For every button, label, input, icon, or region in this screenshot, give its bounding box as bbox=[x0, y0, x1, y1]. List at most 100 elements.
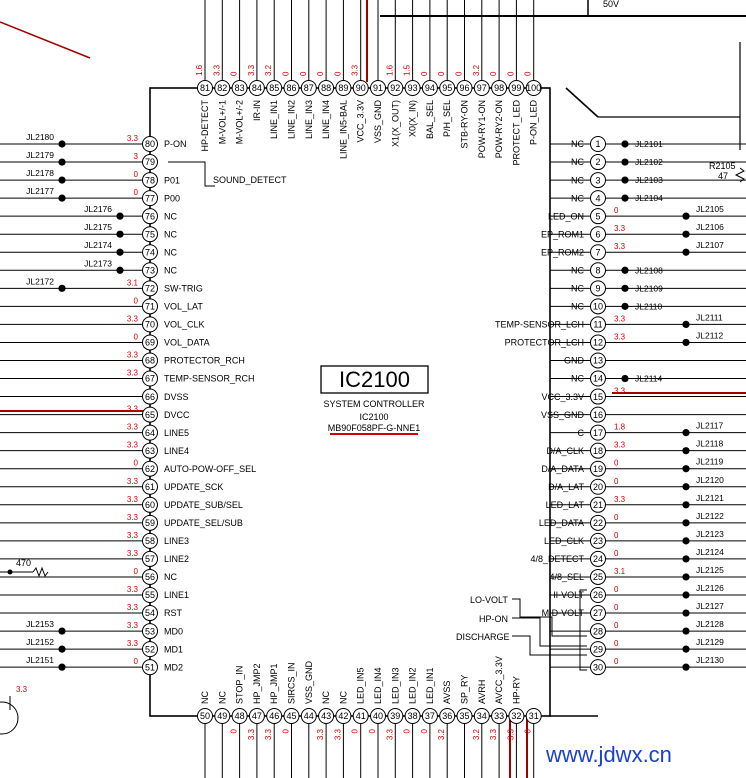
pin-23-number: 23 bbox=[593, 536, 603, 546]
pin-20-jl-label: JL2120 bbox=[696, 475, 724, 485]
bracket-wire-1 bbox=[512, 598, 587, 637]
pin-33-number: 33 bbox=[494, 711, 504, 721]
pin-76-jl-label: JL2176 bbox=[84, 204, 112, 214]
pin-67-voltage: 3.3 bbox=[127, 369, 139, 378]
pin-53-number: 53 bbox=[145, 626, 155, 636]
pin-70-name: VOL_CLK bbox=[164, 320, 205, 330]
pin-77-voltage: 0 bbox=[134, 188, 139, 197]
pin-55-name: LINE1 bbox=[164, 590, 189, 600]
pin-60-voltage: 3.3 bbox=[127, 495, 139, 504]
pin-58-voltage: 3.3 bbox=[127, 531, 139, 540]
pin-34-number: 34 bbox=[477, 711, 487, 721]
pin-47-pad bbox=[248, 708, 265, 724]
pin-16-pad bbox=[590, 406, 606, 423]
pin-98-number: 98 bbox=[494, 83, 504, 93]
pin-4-pad bbox=[590, 190, 606, 207]
pin-9-jl-label: JL2109 bbox=[635, 283, 663, 293]
pin-76-number: 76 bbox=[145, 211, 155, 221]
pin-88-name: LINE_IN4 bbox=[321, 100, 331, 139]
pin-53-jl-label: JL2153 bbox=[26, 619, 54, 629]
pin-56-pad bbox=[142, 568, 158, 585]
pin-32-number: 32 bbox=[511, 711, 521, 721]
pin-4-number: 4 bbox=[595, 193, 600, 203]
pin-25-number: 25 bbox=[593, 572, 603, 582]
pin-10-number: 10 bbox=[593, 302, 603, 312]
pin-78-jl-label: JL2178 bbox=[26, 168, 54, 178]
pin-9-name: NC bbox=[571, 284, 584, 294]
pin-39-number: 39 bbox=[390, 711, 400, 721]
pin-76-pad bbox=[142, 208, 158, 225]
pin-43-pad bbox=[318, 708, 335, 724]
pin-77-number: 77 bbox=[145, 193, 155, 203]
pin-58-name: LINE3 bbox=[164, 536, 189, 546]
pin-12-testpoint bbox=[682, 338, 690, 347]
pin-44-name: VSS_GND bbox=[304, 660, 314, 704]
pin-34-voltage: 3.2 bbox=[472, 728, 481, 740]
pin-53-name: MD0 bbox=[164, 626, 183, 636]
pin-21-jl-label: JL2121 bbox=[696, 493, 724, 503]
pin-82-pad bbox=[214, 80, 231, 96]
pin-18-voltage: 3.3 bbox=[614, 441, 626, 450]
pin-14-number: 14 bbox=[593, 374, 603, 384]
pin-94-pad bbox=[421, 80, 438, 96]
pin-34-name: AVRH bbox=[477, 680, 487, 704]
pin-73-pad bbox=[142, 262, 158, 279]
res-470-node bbox=[7, 569, 13, 575]
pin-8-testpoint bbox=[621, 266, 629, 274]
pin-5-testpoint bbox=[682, 212, 690, 220]
pin-8-jl-label: JL2108 bbox=[635, 265, 663, 275]
pin-37-number: 37 bbox=[425, 711, 435, 721]
pin-49-pad bbox=[214, 708, 231, 724]
pin-50-number: 50 bbox=[200, 711, 210, 721]
pin-42-voltage: 3.3 bbox=[333, 728, 342, 740]
left-volt-label: 3.3 bbox=[16, 685, 28, 694]
pin-65-number: 65 bbox=[145, 410, 155, 420]
pin-5-pad bbox=[590, 208, 606, 225]
pin-4-jl-label: JL2104 bbox=[635, 193, 663, 203]
pin-99-pad bbox=[508, 80, 525, 96]
pin-23-voltage: 0 bbox=[614, 531, 619, 540]
pin-89-number: 89 bbox=[338, 83, 348, 93]
pin-94-voltage: 0 bbox=[420, 71, 429, 76]
pin-18-name: D/A_CLK bbox=[546, 446, 584, 456]
pin-80-voltage: 3.3 bbox=[127, 134, 139, 143]
pin-28-pad bbox=[590, 623, 606, 640]
pin-42-number: 42 bbox=[338, 711, 348, 721]
pin-2-testpoint bbox=[621, 158, 629, 166]
bracket-group bbox=[579, 589, 587, 671]
pin-54-number: 54 bbox=[145, 608, 155, 618]
pin-11-jl-label: JL2111 bbox=[696, 312, 723, 322]
pin-19-testpoint bbox=[682, 465, 690, 473]
pin-70-number: 70 bbox=[145, 320, 155, 330]
pin-34-pad bbox=[473, 708, 490, 724]
pin-38-pad bbox=[404, 708, 421, 724]
pin-38-name: LED_IN2 bbox=[408, 667, 418, 704]
pin-15-pad bbox=[590, 388, 606, 405]
pin-70-pad bbox=[142, 316, 158, 333]
pin-56-name: NC bbox=[164, 572, 177, 582]
pin-61-voltage: 3.3 bbox=[127, 477, 139, 486]
res-470 bbox=[32, 566, 49, 578]
pin-23-jl-label: JL2123 bbox=[696, 529, 724, 539]
pin-49-name: NC bbox=[217, 691, 227, 704]
pin-93-name: X0(X_IN) bbox=[408, 100, 418, 137]
pin-22-voltage: 0 bbox=[614, 513, 619, 522]
pin-58-number: 58 bbox=[145, 536, 155, 546]
pin-27-number: 27 bbox=[593, 608, 603, 618]
hp-on-label: HP-ON bbox=[479, 614, 508, 624]
pin-53-testpoint bbox=[58, 627, 66, 635]
pin-4-testpoint bbox=[621, 194, 629, 202]
pin-71-pad bbox=[142, 298, 158, 315]
pin-86-pad bbox=[283, 80, 300, 96]
pin-23-name: LED_CLK bbox=[544, 536, 584, 546]
pin-8-number: 8 bbox=[595, 265, 600, 275]
pin-52-voltage: 3.3 bbox=[127, 639, 139, 648]
pin-1-pad bbox=[590, 136, 606, 152]
lo-volt-label: LO-VOLT bbox=[470, 595, 508, 605]
pin-13-name: GND bbox=[564, 356, 585, 366]
pin-20-pad bbox=[590, 478, 606, 495]
pin-51-number: 51 bbox=[145, 662, 155, 672]
pin-99-name: PROTECT_LED bbox=[511, 100, 521, 166]
pin-11-pad bbox=[590, 316, 606, 333]
